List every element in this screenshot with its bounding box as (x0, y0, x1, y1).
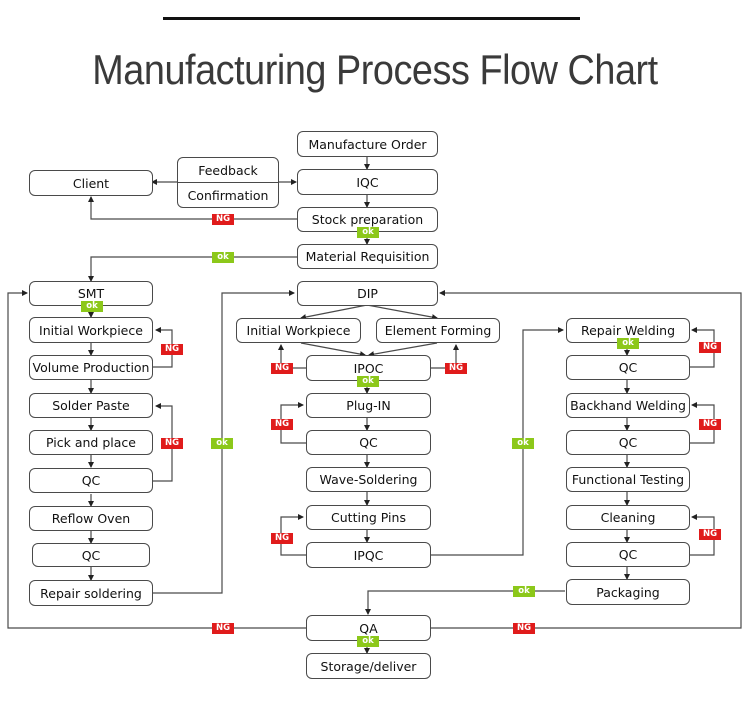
node-cleaning: Cleaning (566, 505, 690, 530)
node-dip-initial-workpiece: Initial Workpiece (236, 318, 361, 343)
node-backhand-welding: Backhand Welding (566, 393, 690, 418)
node-repair-soldering: Repair soldering (29, 580, 153, 606)
edge-iw-ipoc (300, 342, 366, 358)
node-volume-production: Volume Production (29, 355, 153, 380)
node-dip: DIP (297, 281, 438, 306)
edge-pack-qa (365, 590, 565, 615)
ng-tag-ipoc-right: NG (445, 363, 467, 374)
node-solder-paste: Solder Paste (29, 393, 153, 418)
ng-tag-stock-client: NG (212, 214, 234, 225)
ok-tag-packaging: ok (513, 586, 535, 597)
ng-tag-qa-right: NG (513, 623, 535, 634)
node-pick-and-place: Pick and place (29, 430, 153, 455)
node-smt-qc2: QC (32, 543, 150, 567)
node-bw-qc: QC (566, 430, 690, 455)
ok-tag-repair-dip: ok (211, 438, 233, 449)
ng-tag-qa-left: NG (212, 623, 234, 634)
node-storage-deliver: Storage/deliver (306, 653, 431, 679)
edge-material-smt (88, 256, 297, 282)
edge-qa-ng-dip (431, 290, 742, 629)
edge-dip-iw (300, 304, 368, 320)
ng-tag-vp: NG (161, 344, 183, 355)
node-cl-qc: QC (566, 542, 690, 567)
ok-tag-repair-welding: ok (617, 338, 639, 349)
ok-tag-stock: ok (357, 227, 379, 238)
ok-tag-ipqc: ok (512, 438, 534, 449)
node-reflow-oven: Reflow Oven (29, 506, 153, 531)
edge-qa-ng-smt (7, 290, 306, 629)
node-packaging: Packaging (566, 579, 690, 605)
node-feedback: Feedback (177, 157, 279, 183)
node-rw-qc: QC (566, 355, 690, 380)
ng-tag-ipoc-left: NG (271, 363, 293, 374)
node-iqc: IQC (297, 169, 438, 195)
ng-tag-rw-qc: NG (699, 342, 721, 353)
ng-tag-dip-qc: NG (271, 419, 293, 430)
node-dip-qc: QC (306, 430, 431, 455)
node-functional-testing: Functional Testing (566, 467, 690, 492)
node-plug-in: Plug-IN (306, 393, 431, 418)
ok-tag-ipoc: ok (357, 376, 379, 387)
page-title: Manufacturing Process Flow Chart (92, 46, 658, 93)
node-ipqc: IPQC (306, 542, 431, 568)
node-element-forming: Element Forming (376, 318, 500, 343)
node-confirmation: Confirmation (177, 182, 279, 208)
ok-tag-qa: ok (357, 636, 379, 647)
node-material-requisition: Material Requisition (297, 244, 438, 269)
node-client: Client (29, 170, 153, 196)
edge-dip-ef (366, 304, 438, 321)
ok-tag-smt: ok (81, 301, 103, 312)
decorative-top-rule (163, 17, 580, 20)
node-manufacture-order: Manufacture Order (297, 131, 438, 157)
edge-ef-ipoc (368, 342, 438, 358)
ng-tag-smt-qc: NG (161, 438, 183, 449)
ng-tag-cl-qc: NG (699, 529, 721, 540)
ng-tag-ipqc: NG (271, 533, 293, 544)
ok-tag-material-smt: ok (212, 252, 234, 263)
node-wave-soldering: Wave-Soldering (306, 467, 431, 492)
node-cutting-pins: Cutting Pins (306, 505, 431, 530)
ng-tag-bw-qc: NG (699, 419, 721, 430)
node-smt-initial-workpiece: Initial Workpiece (29, 317, 153, 343)
node-smt-qc1: QC (29, 468, 153, 493)
